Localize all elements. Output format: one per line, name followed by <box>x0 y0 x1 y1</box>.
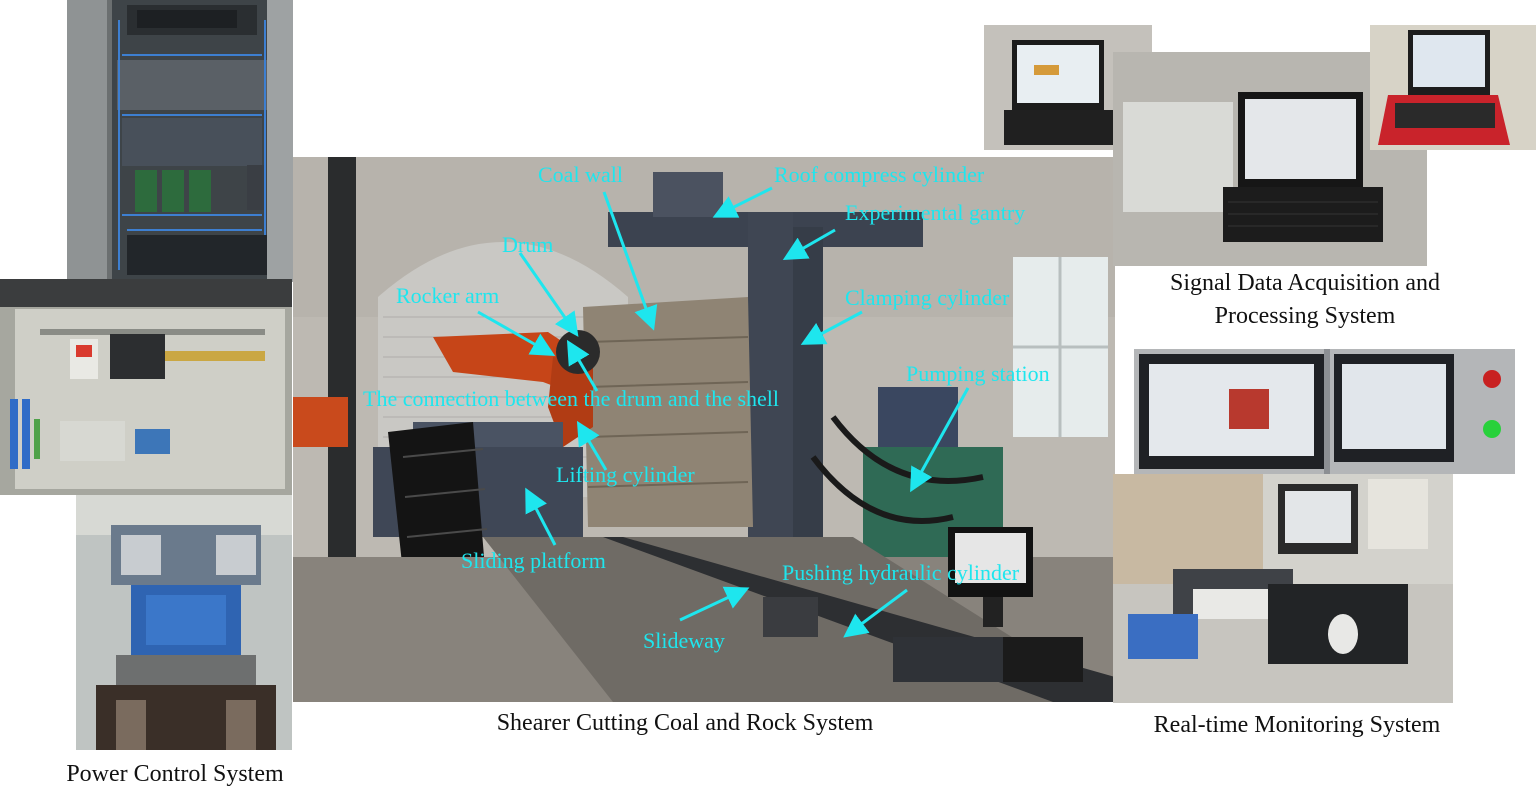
label-drum-shell-connection: The connection between the drum and the … <box>363 386 780 411</box>
laptop-photo-left <box>984 25 1152 150</box>
label-lifting-cylinder: Lifting cylinder <box>556 462 695 487</box>
monitoring-desk-photo <box>1113 474 1453 703</box>
laptop-photo-center <box>1113 52 1427 266</box>
label-slideway: Slideway <box>643 628 725 653</box>
label-experimental-gantry: Experimental gantry <box>845 200 1026 225</box>
caption-power-control: Power Control System <box>66 761 284 787</box>
label-rocker-arm: Rocker arm <box>396 283 500 308</box>
hydraulic-valve-photo <box>76 495 292 750</box>
caption-realtime-monitoring: Real-time Monitoring System <box>1153 712 1441 738</box>
hmi-panel-photo <box>1134 349 1515 474</box>
caption-shearer-system: Shearer Cutting Coal and Rock System <box>496 710 874 736</box>
caption-signal-acquisition-line2: Processing System <box>1214 303 1396 329</box>
laptop-photo-right <box>1370 25 1536 150</box>
label-sliding-platform: Sliding platform <box>461 548 606 573</box>
label-coal-wall: Coal wall <box>538 162 623 187</box>
electrical-panel-photo <box>0 279 292 495</box>
label-roof-compress-cylinder: Roof compress cylinder <box>774 162 985 187</box>
label-drum: Drum <box>502 232 554 257</box>
label-pumping-station: Pumping station <box>906 361 1050 386</box>
label-pushing-hydraulic-cylinder: Pushing hydraulic cylinder <box>782 560 1020 585</box>
label-clamping-cylinder: Clamping cylinder <box>845 285 1010 310</box>
caption-signal-acquisition-line1: Signal Data Acquisition and <box>1170 270 1440 296</box>
power-cabinet-photo <box>67 0 293 282</box>
shearer-main-photo <box>293 157 1115 702</box>
